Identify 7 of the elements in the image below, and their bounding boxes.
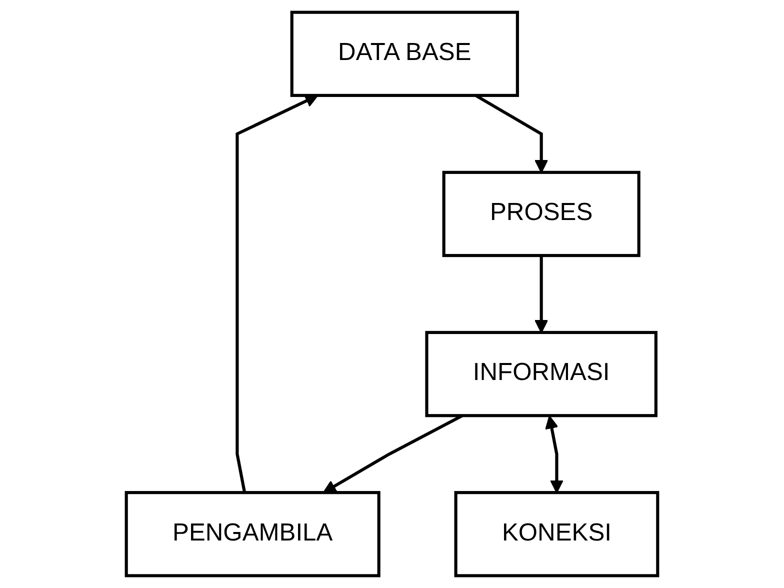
node-box: DATA BASE bbox=[290, 10, 519, 97]
node-box: INFORMASI bbox=[425, 330, 658, 418]
node-box: PENGAMBILA bbox=[124, 491, 380, 578]
node-box: KONEKSI bbox=[454, 491, 660, 578]
arrow bbox=[545, 416, 564, 494]
node-box: PROSES bbox=[442, 170, 640, 258]
arrow bbox=[236, 94, 318, 493]
